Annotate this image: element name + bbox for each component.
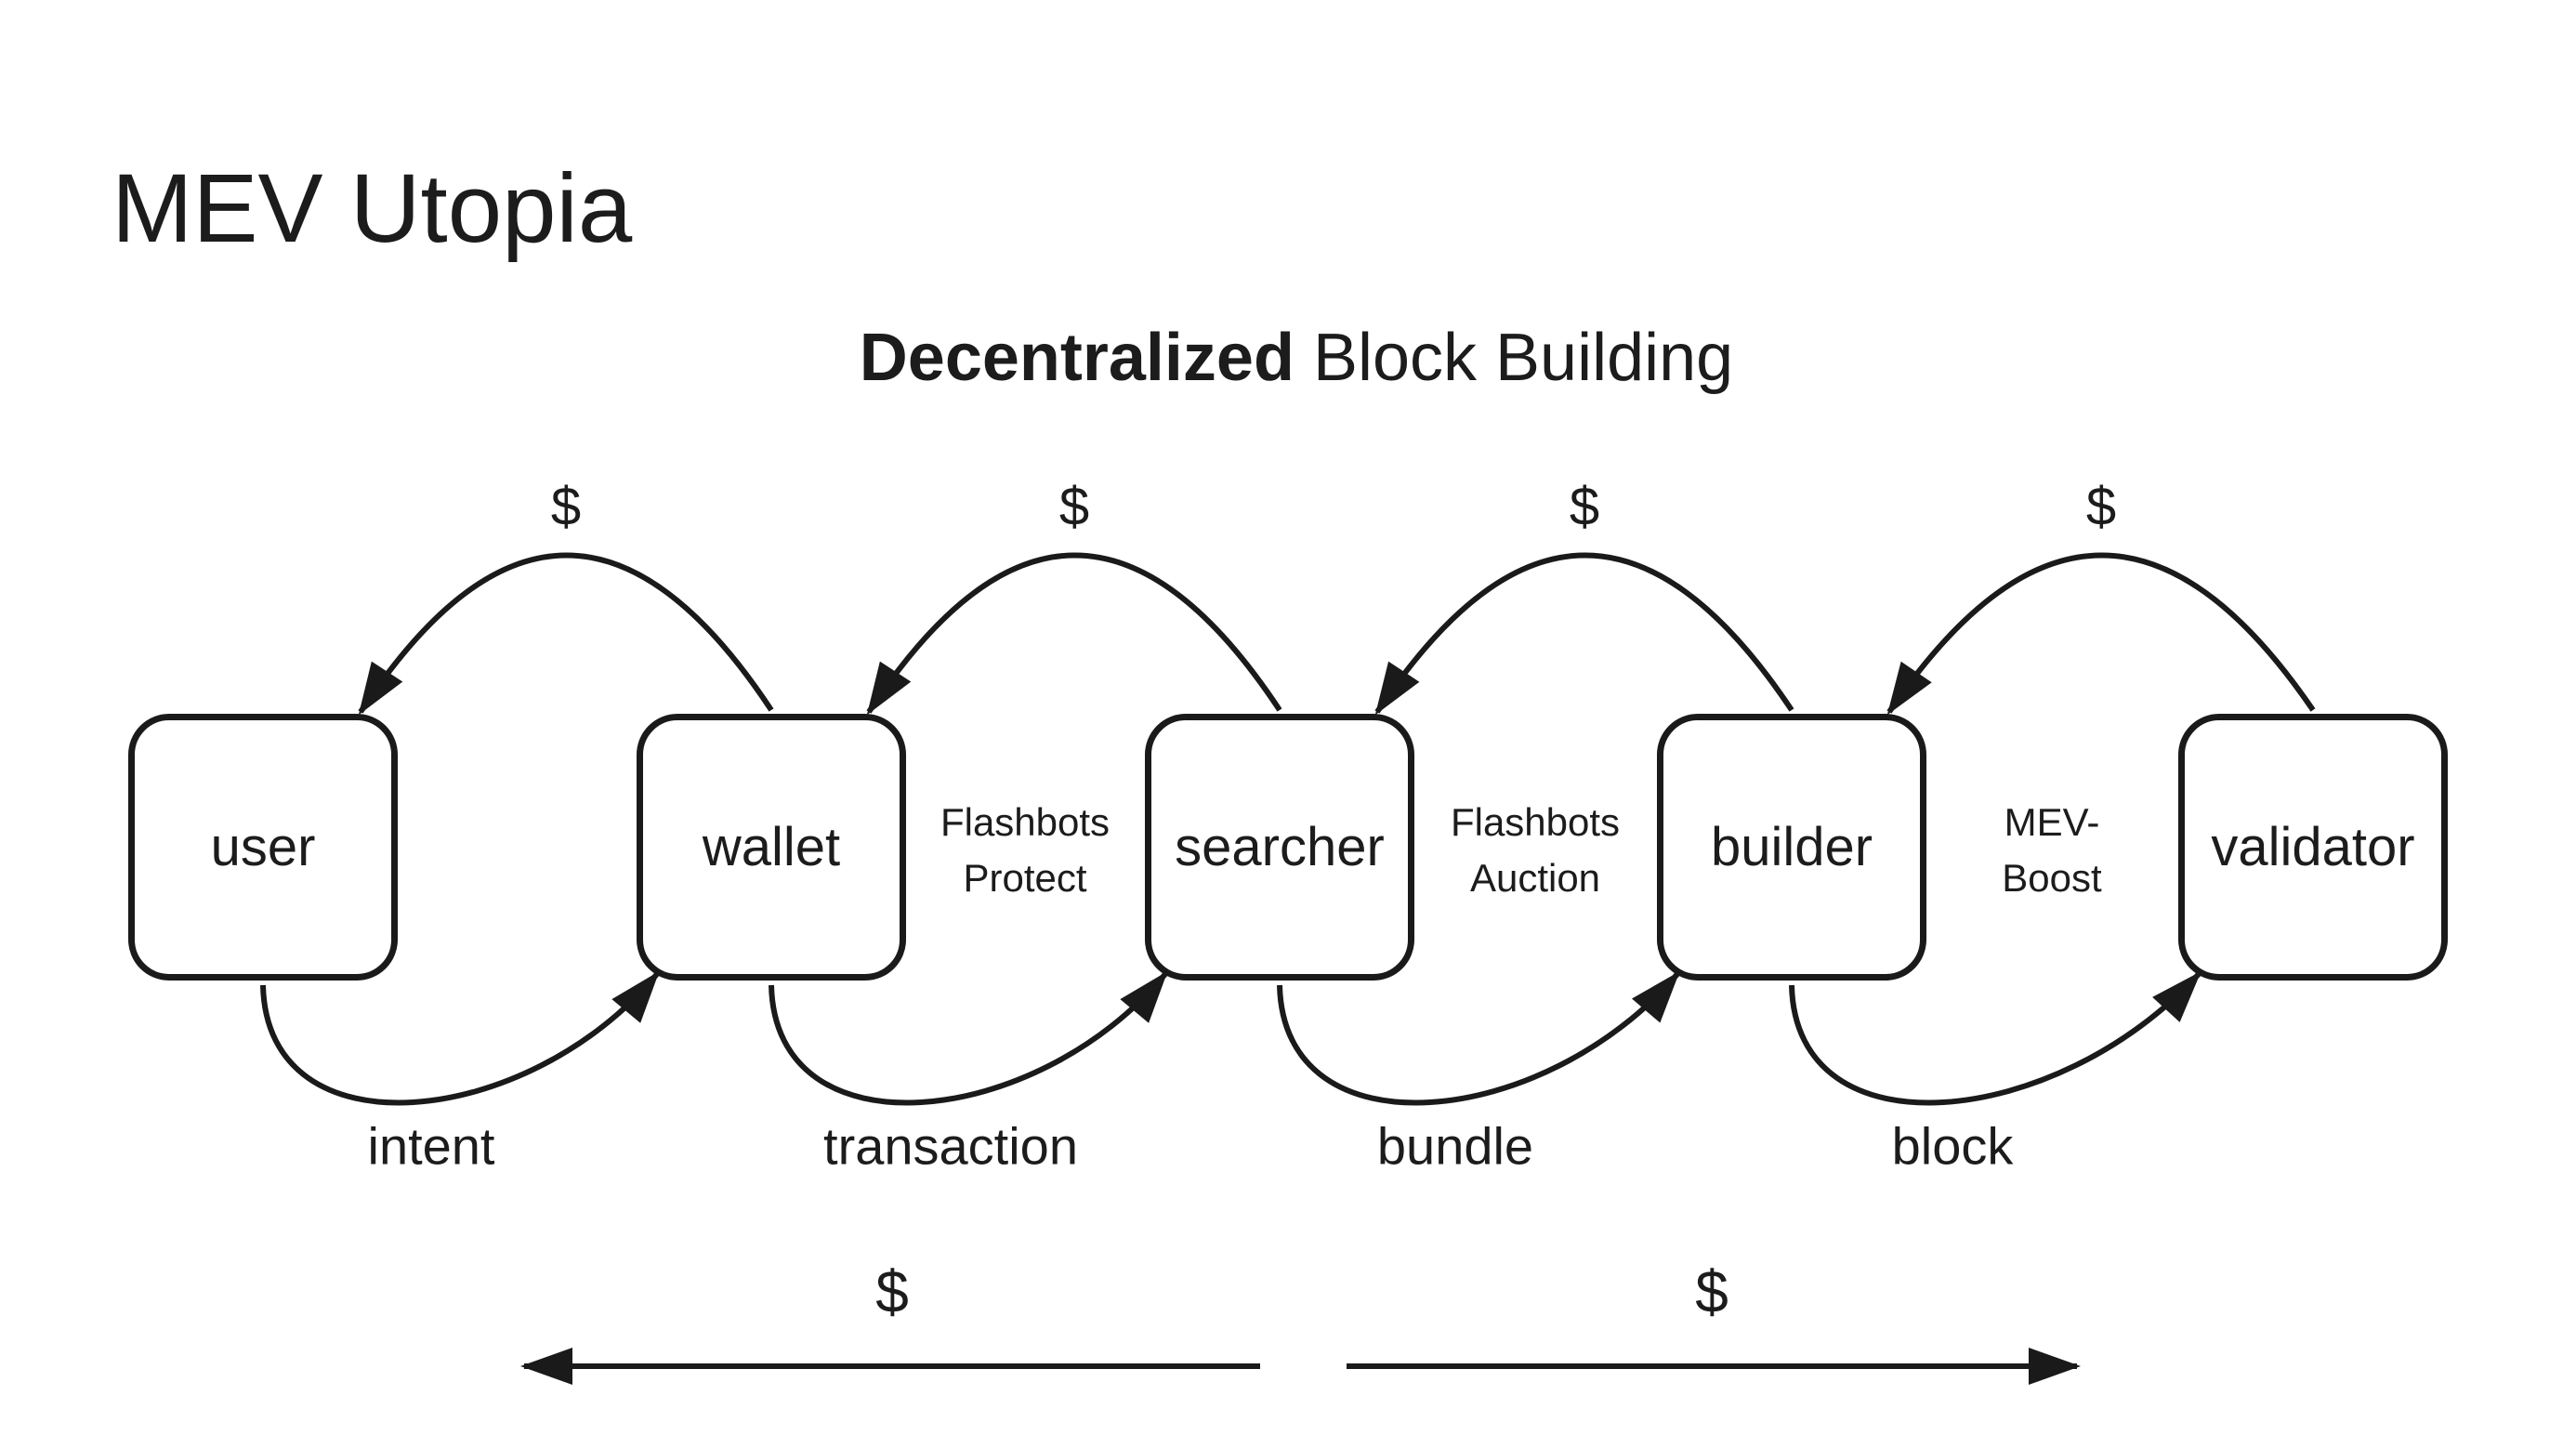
node-searcher: searcher [1145,714,1414,981]
dollar-sign-bottom-left: $ [875,1258,909,1325]
dollar-sign-2: $ [1058,476,1090,537]
node-user: user [128,714,398,981]
gap-label-flashbots-auction: Flashbots Auction [1451,795,1620,906]
flow-label-bundle: bundle [1376,1116,1534,1176]
dollar-arc-wallet-to-user [358,552,774,716]
subtitle-rest: Block Building [1294,321,1734,395]
node-builder: builder [1657,714,1926,981]
dollar-arc-validator-to-builder [1886,552,2316,716]
flow-label-intent: intent [367,1116,495,1176]
node-validator: validator [2178,714,2448,981]
gap-label-line1: MEV- [2004,800,2100,844]
gap-label-line2: Boost [2002,856,2102,900]
diagram-subtitle: Decentralized Block Building [859,321,1734,395]
node-user-label: user [210,817,316,877]
node-builder-label: builder [1710,817,1873,877]
dollar-sign-1: $ [550,476,582,537]
dollar-sign-3: $ [1569,476,1600,537]
node-wallet: wallet [637,714,906,981]
flow-arc-searcher-to-builder [1277,970,1680,1106]
gap-label-line2: Auction [1469,856,1601,900]
node-searcher-label: searcher [1175,817,1385,877]
flow-arc-user-to-wallet [260,970,660,1106]
flow-label-block: block [1891,1116,2014,1176]
flow-label-transaction: transaction [823,1116,1078,1176]
dollar-arc-builder-to-searcher [1374,552,1794,716]
page-title: MEV Utopia [112,154,633,263]
gap-label-mev-boost: MEV- Boost [2002,795,2101,906]
dollar-sign-bottom-right: $ [1695,1258,1728,1325]
gap-label-line2: Protect [963,856,1087,900]
gap-label-line1: Flashbots [1450,800,1621,844]
flow-arc-wallet-to-searcher [769,970,1168,1106]
flow-arc-builder-to-validator [1789,971,2201,1106]
dollar-arc-searcher-to-wallet [866,552,1282,716]
subtitle-bold-word: Decentralized [859,321,1295,395]
gap-label-line1: Flashbots [940,800,1111,844]
gap-label-flashbots-protect: Flashbots Protect [940,795,1110,906]
node-wallet-label: wallet [702,817,841,877]
dollar-sign-4: $ [2085,476,2117,537]
node-validator-label: validator [2211,817,2415,877]
